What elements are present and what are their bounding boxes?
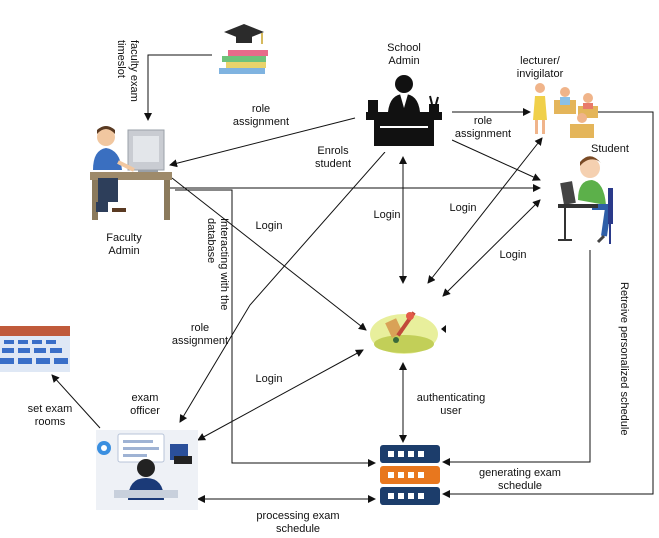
edge-label-role-assignment-lecturer-line1: role [473, 115, 493, 127]
student-label: Student [591, 143, 629, 155]
edge-label-role-assignment-officer-line2: assignment [171, 335, 229, 347]
exam-officer-icon [96, 430, 198, 510]
faculty-admin-label: Faculty Admin [98, 232, 150, 258]
edge-lecturer-to-db [442, 111, 654, 498]
lecturer-label-line2: invigilator [516, 68, 564, 80]
edge-label-generating-schedule-line2: schedule [497, 480, 543, 492]
edge-label-role-assignment-faculty: role assignment [228, 103, 294, 129]
edge-label-faculty-exam-timeslot-line1: faculty exam [128, 40, 140, 102]
edge-label-processing-schedule-line2: schedule [275, 523, 321, 535]
edge-label-role-assignment-officer: role assignment [168, 322, 232, 348]
school-admin-icon [356, 70, 452, 152]
edge-label-processing-schedule: processing exam schedule [250, 510, 346, 536]
edge-label-set-exam-rooms: set exam rooms [22, 403, 78, 429]
edge-label-generating-schedule: generating exam schedule [472, 467, 568, 493]
edge-admin-to-faculty [169, 117, 356, 168]
lecturer-label: lecturer/ invigilator [508, 55, 572, 81]
edge-student-to-db [442, 250, 591, 466]
edge-label-authenticating-user-line2: user [440, 405, 462, 417]
edge-books-to-faculty [144, 54, 212, 121]
edge-label-interacting-db-line2: database [205, 218, 217, 264]
edge-label-faculty-exam-timeslot: faculty exam timeslot [114, 40, 140, 102]
edge-label-authenticating-user: authenticating user [412, 392, 490, 418]
login-tool-icon [370, 311, 446, 354]
edge-student-login [442, 199, 541, 297]
exam-officer-label-line1: exam [131, 392, 159, 404]
student-icon [558, 156, 613, 244]
edge-officer-login [197, 349, 364, 441]
edge-faculty-to-db [175, 189, 376, 467]
edge-label-login-faculty: Login [255, 220, 283, 232]
exam-officer-label-line2: officer [130, 405, 160, 417]
exam-officer-label: exam officer [121, 392, 169, 418]
edge-label-generating-schedule-line1: generating exam [479, 467, 561, 479]
edge-admin-to-student [451, 139, 541, 181]
connectors [51, 54, 654, 503]
edge-label-set-exam-rooms-line2: rooms [34, 416, 66, 428]
edge-label-set-exam-rooms-line1: set exam [27, 403, 73, 415]
edge-label-retrieve-schedule: Retreive personalized schedule [618, 282, 630, 436]
faculty-admin-label-line1: Faculty [106, 232, 142, 244]
edge-label-role-assignment-officer-line1: role [190, 322, 210, 334]
school-admin-label-line2: Admin [388, 55, 420, 67]
edge-label-role-assignment-faculty-line2: assignment [232, 116, 290, 128]
edge-label-authenticating-user-line1: authenticating [416, 392, 486, 404]
edge-label-enrols-student-line2: student [314, 158, 352, 170]
edge-label-role-assignment-lecturer: role assignment [452, 115, 514, 141]
database-icon [380, 445, 440, 505]
edge-label-role-assignment-faculty-line1: role [251, 103, 271, 115]
edge-label-login-lecturer: Login [449, 202, 477, 214]
school-admin-label-line1: School [387, 42, 421, 54]
edge-label-login-student: Login [499, 249, 527, 261]
edge-label-faculty-exam-timeslot-line2: timeslot [115, 40, 127, 78]
edge-label-interacting-db: Interacting with the database [204, 218, 230, 310]
edge-label-login-admin: Login [373, 209, 401, 221]
edge-label-login-officer: Login [255, 373, 283, 385]
edge-label-processing-schedule-line1: processing exam [256, 510, 340, 522]
edge-label-role-assignment-lecturer-line2: assignment [454, 128, 512, 140]
edge-label-enrols-student: Enrols student [308, 145, 358, 171]
faculty-admin-icon [90, 126, 172, 220]
books-graduation-cap-icon [219, 24, 268, 74]
edge-label-interacting-db-line1: Interacting with the [218, 218, 230, 311]
faculty-admin-label-line2: Admin [108, 245, 140, 257]
edge-officer-to-rooms [51, 374, 101, 429]
school-admin-label: School Admin [381, 42, 427, 68]
lecturer-label-line1: lecturer/ [520, 55, 560, 67]
edge-label-enrols-student-line1: Enrols [317, 145, 349, 157]
lecturer-invigilator-icon [533, 83, 598, 138]
exam-hall-icon [0, 326, 70, 372]
edge-faculty-login [171, 177, 367, 331]
